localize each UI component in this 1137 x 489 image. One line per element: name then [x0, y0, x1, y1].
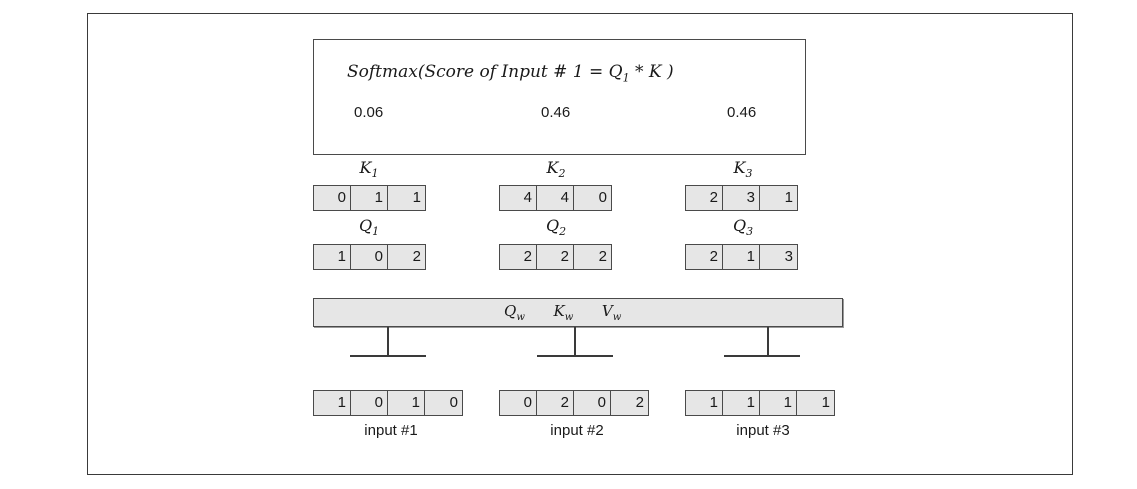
connector-base-1: [350, 355, 426, 357]
key-cell: 1: [351, 186, 388, 210]
input-cell: 1: [686, 391, 723, 415]
key-cell: 4: [537, 186, 574, 210]
softmax-score-1: 0.06: [354, 104, 384, 121]
input-vector-2: 0 2 0 2: [499, 390, 649, 416]
query-label-3: Q3: [732, 216, 754, 239]
key-cell: 1: [784, 189, 793, 206]
weight-matrix-labels: Qw Kw Vw: [504, 302, 621, 323]
key-label-2: K2: [546, 158, 566, 181]
query-cell: 0: [351, 245, 388, 269]
input-cell: 0: [500, 391, 537, 415]
query-label-2: Q2: [545, 216, 567, 239]
query-cell: 2: [537, 245, 574, 269]
input-label-1: input #1: [364, 422, 418, 439]
input-cell: 2: [537, 391, 574, 415]
softmax-box: Softmax(Score of Input # 1 = Q1 * K ) 0.…: [313, 39, 806, 155]
weight-matrix-bar: Qw Kw Vw: [313, 298, 843, 327]
softmax-formula: Softmax(Score of Input # 1 = Q1 * K ): [347, 62, 674, 85]
query-cell: 2: [598, 248, 607, 265]
input-cell: 0: [449, 394, 458, 411]
connector-base-2: [537, 355, 613, 357]
query-cell: 3: [784, 248, 793, 265]
input-cell: 1: [388, 391, 425, 415]
connector-base-3: [724, 355, 800, 357]
key-vector-3: 2 3 1: [685, 185, 798, 211]
key-label-3: K3: [733, 158, 753, 181]
qw-label: Qw: [504, 302, 525, 323]
input-cell: 0: [351, 391, 388, 415]
softmax-score-3: 0.46: [727, 104, 757, 121]
query-label-1: Q1: [358, 216, 380, 239]
query-cell: 1: [314, 245, 351, 269]
softmax-score-2: 0.46: [541, 104, 571, 121]
key-vector-2: 4 4 0: [499, 185, 612, 211]
input-cell: 1: [821, 394, 830, 411]
key-cell: 4: [500, 186, 537, 210]
key-cell: 2: [686, 186, 723, 210]
input-vector-1: 1 0 1 0: [313, 390, 463, 416]
input-cell: 1: [314, 391, 351, 415]
connector-stem-1: [387, 327, 389, 356]
input-vector-3: 1 1 1 1: [685, 390, 835, 416]
input-label-3: input #3: [736, 422, 790, 439]
key-label-1: K1: [359, 158, 379, 181]
query-vector-1: 1 0 2: [313, 244, 426, 270]
key-cell: 0: [314, 186, 351, 210]
input-cell: 1: [760, 391, 797, 415]
kw-label: Kw: [553, 302, 574, 323]
figure-frame: [87, 13, 1073, 475]
key-vector-1: 0 1 1: [313, 185, 426, 211]
key-cell: 0: [598, 189, 607, 206]
query-vector-2: 2 2 2: [499, 244, 612, 270]
query-cell: 2: [500, 245, 537, 269]
query-cell: 1: [723, 245, 760, 269]
key-cell: 3: [723, 186, 760, 210]
query-cell: 2: [686, 245, 723, 269]
input-label-2: input #2: [550, 422, 604, 439]
connector-stem-3: [767, 327, 769, 356]
input-cell: 1: [723, 391, 760, 415]
key-cell: 1: [412, 189, 421, 206]
input-cell: 2: [635, 394, 644, 411]
query-cell: 2: [412, 248, 421, 265]
connector-stem-2: [574, 327, 576, 356]
vw-label: Vw: [601, 302, 622, 323]
query-vector-3: 2 1 3: [685, 244, 798, 270]
input-cell: 0: [574, 391, 611, 415]
